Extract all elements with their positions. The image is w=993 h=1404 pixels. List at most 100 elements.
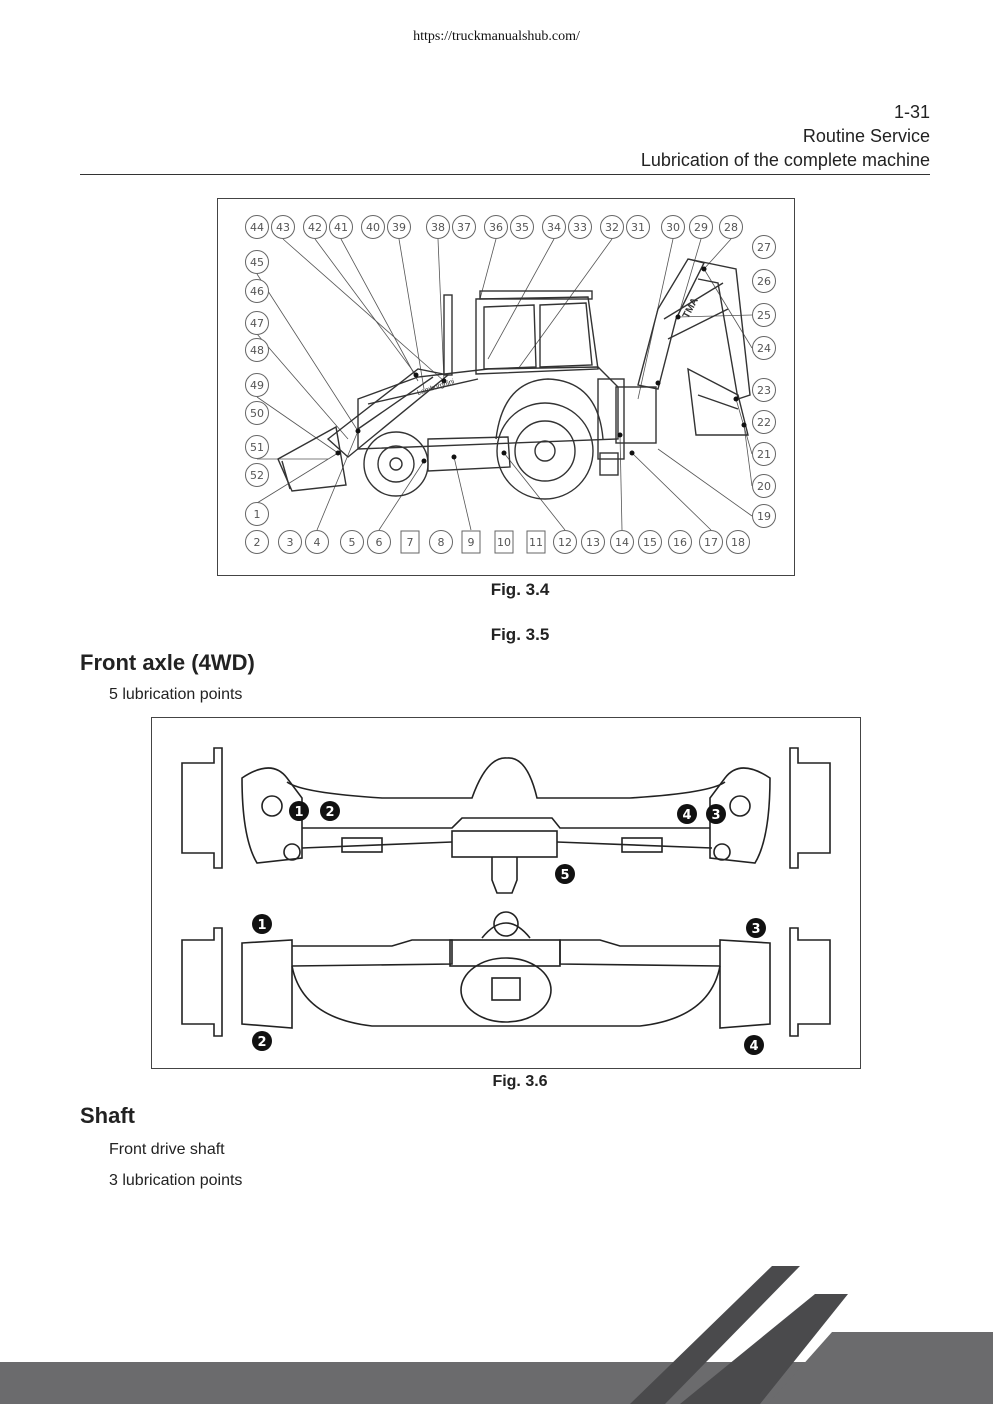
callout-label: 41: [334, 221, 348, 234]
callout-circle: [245, 530, 269, 554]
callout-label: 52: [250, 469, 264, 482]
callout-label: 39: [392, 221, 406, 234]
callout-label: 16: [673, 536, 687, 549]
lubrication-point-marker: [320, 801, 340, 821]
source-url[interactable]: https://truckmanualshub.com/: [413, 29, 580, 44]
lubrication-point-marker: [555, 864, 575, 884]
marker-number: 1: [294, 805, 303, 820]
shaft-heading: Shaft: [80, 1103, 135, 1128]
callout-label: 10: [497, 536, 511, 549]
callout-circle: [626, 215, 650, 239]
leader-line: [437, 238, 445, 382]
leader-line: [314, 238, 417, 376]
footer-stripe-2: [680, 1294, 848, 1404]
callout-circle: [752, 303, 776, 327]
callout-label: 8: [438, 536, 445, 549]
callout-circle: [699, 530, 723, 554]
callout-label: 36: [489, 221, 503, 234]
callout-label: 21: [757, 448, 771, 461]
callout-circle: [305, 530, 329, 554]
callout-label: 25: [757, 309, 771, 322]
callout-circle: [610, 530, 634, 554]
leader-line: [503, 452, 566, 531]
callout-circle: [752, 336, 776, 360]
callout-circle: [581, 530, 605, 554]
lubrication-point-marker: [744, 1035, 764, 1055]
callout-label: 47: [250, 317, 264, 330]
callout-label: 14: [615, 536, 629, 549]
callout-circle: [553, 530, 577, 554]
callout-label: 3: [287, 536, 294, 549]
leader-line: [453, 456, 472, 531]
footer-stripe-1: [630, 1266, 800, 1404]
callout-circle: [367, 530, 391, 554]
leader-line: [631, 452, 712, 531]
callout-label: 18: [731, 536, 745, 549]
callout-label: 13: [586, 536, 600, 549]
callout-circle: [340, 530, 364, 554]
callout-label: 1: [254, 508, 261, 521]
callout-label: 17: [704, 536, 718, 549]
marker-number: 2: [325, 805, 334, 820]
callout-label: 43: [276, 221, 290, 234]
leader-line: [256, 273, 359, 432]
callout-label: 50: [250, 407, 264, 420]
callout-circle: [245, 250, 269, 274]
leader-line: [703, 268, 753, 349]
callout-circle: [245, 373, 269, 397]
callout-label: 19: [757, 510, 771, 523]
callout-circle: [752, 474, 776, 498]
subsection-title: Lubrication of the complete machine: [640, 150, 930, 170]
callout-label: 32: [605, 221, 619, 234]
callout-label: 23: [757, 384, 771, 397]
callout-circle: [726, 530, 750, 554]
callout-circle: [426, 215, 450, 239]
callout-circle: [452, 215, 476, 239]
marker-number: 3: [751, 922, 760, 937]
marker-number: 4: [682, 808, 691, 823]
callout-circle: [661, 215, 685, 239]
callout-label: 46: [250, 285, 264, 298]
callout-label: 38: [431, 221, 445, 234]
callout-label: 22: [757, 416, 771, 429]
callout-circle: [510, 215, 534, 239]
front-axle-top-view: [181, 747, 831, 894]
leader-line: [256, 333, 349, 440]
callout-label: 48: [250, 344, 264, 357]
callout-circle: [245, 502, 269, 526]
leader-line: [657, 448, 753, 517]
callout-label: 26: [757, 275, 771, 288]
lubrication-point-marker: [706, 804, 726, 824]
callout-circle: [752, 235, 776, 259]
callout-label: 49: [250, 379, 264, 392]
callout-circle: [484, 215, 508, 239]
callout-label: 6: [376, 536, 383, 549]
leader-line: [677, 238, 702, 318]
leader-line: [703, 238, 732, 270]
figure-3-6-caption: Fig. 3.6: [492, 1073, 548, 1090]
lubrication-point-marker: [289, 801, 309, 821]
callout-label: 15: [643, 536, 657, 549]
callout-circle: [689, 215, 713, 239]
callout-label: 34: [547, 221, 561, 234]
callout-circle: [752, 410, 776, 434]
callout-circle: [752, 269, 776, 293]
leader-line: [340, 238, 419, 382]
callout-label: 35: [515, 221, 529, 234]
callout-label: 30: [666, 221, 680, 234]
leader-line: [282, 238, 445, 382]
header-rule: [80, 174, 930, 175]
lubrication-point-marker: [252, 1031, 272, 1051]
callout-label: 5: [349, 536, 356, 549]
marker-number: 5: [560, 868, 569, 883]
callout-circle: [245, 463, 269, 487]
callout-label: 37: [457, 221, 471, 234]
callout-label: 45: [250, 256, 264, 269]
callout-circle: [568, 215, 592, 239]
callout-circle: [429, 530, 453, 554]
leader-line: [398, 238, 425, 390]
